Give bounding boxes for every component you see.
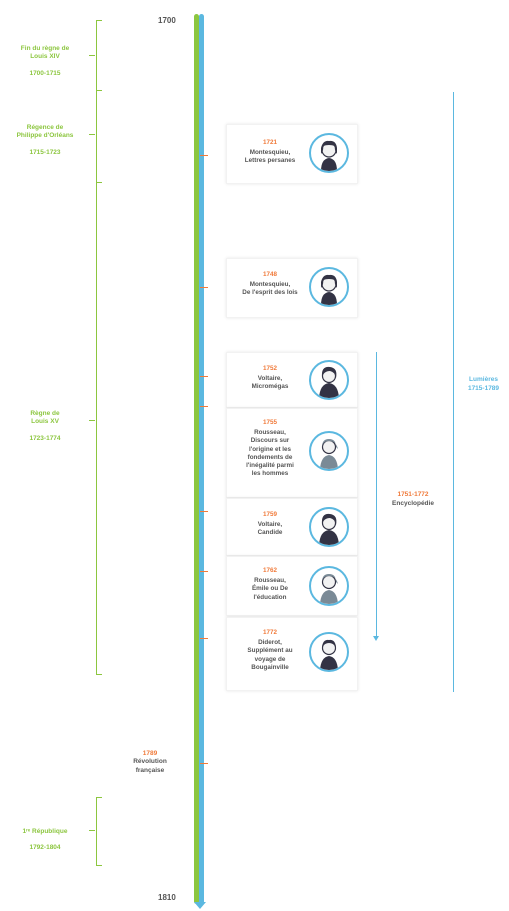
event-title: Rousseau, Émile ou De l'éducation	[251, 577, 289, 601]
event-tick	[200, 638, 208, 639]
event-title: Voltaire, Candide	[257, 521, 283, 537]
event-title: Montesquieu, De l'esprit des lois	[242, 281, 298, 297]
reign-label: Régence de Philippe d'Orléans 1715-1723	[6, 116, 84, 157]
event-card-1772: 1772 Diderot, Supplément au voyage de Bo…	[226, 617, 358, 691]
timeline-arrow-icon	[194, 902, 206, 909]
revolution-title: Révolution française	[133, 758, 167, 774]
revolution-year: 1789	[142, 750, 158, 757]
reign-name: Fin du règne de Louis XIV	[20, 45, 70, 61]
diderot-portrait-icon	[309, 632, 349, 672]
voltaire-portrait-icon	[309, 360, 349, 400]
event-year: 1759	[262, 511, 277, 518]
reign-label: Règne de Louis XV 1723-1774	[6, 402, 84, 443]
timeline-green-bar	[194, 14, 199, 904]
timeline-start-year: 1700	[158, 16, 176, 25]
reign-label: Fin du règne de Louis XIV 1700-1715	[6, 37, 84, 78]
event-year: 1762	[262, 567, 277, 574]
reign-dates: 1715-1723	[29, 148, 61, 156]
lumieres-title: Lumières	[469, 376, 498, 383]
event-title: Rousseau, Discours sur l'origine et les …	[246, 429, 294, 478]
event-card-1762: 1762 Rousseau, Émile ou De l'éducation	[226, 556, 358, 616]
event-title: Diderot, Supplément au voyage de Bougain…	[247, 639, 293, 671]
event-year: 1752	[262, 365, 277, 372]
event-tick	[200, 571, 208, 572]
lumieres-label: Lumières 1715-1789	[458, 376, 509, 394]
event-card-1748: 1748 Montesquieu, De l'esprit des lois	[226, 258, 358, 318]
rousseau-portrait-icon	[309, 566, 349, 606]
event-tick	[200, 511, 208, 512]
lumieres-dates: 1715-1789	[467, 384, 500, 392]
event-card-1752: 1752 Voltaire, Micromégas	[226, 352, 358, 408]
encyclopedie-dates: 1751-1772	[397, 491, 429, 498]
event-tick	[200, 287, 208, 288]
reign-dates: 1700-1715	[29, 69, 61, 77]
timeline-blue-bar	[199, 14, 204, 904]
reign-name: Régence de Philippe d'Orléans	[16, 124, 74, 140]
revolution-label: 1789 Révolution française	[118, 750, 182, 775]
event-year: 1755	[262, 419, 277, 426]
event-card-1721: 1721 Montesquieu, Lettres persanes	[226, 124, 358, 184]
encyclopedie-label: 1751-1772 Encyclopédie	[378, 490, 448, 508]
event-tick	[200, 155, 208, 156]
timeline-end-year: 1810	[158, 893, 176, 902]
event-year: 1772	[262, 629, 277, 636]
reign-label: 1ʳᵉ République 1792-1804	[6, 820, 84, 853]
montesquieu-portrait-icon	[309, 133, 349, 173]
reign-dates: 1723-1774	[29, 434, 61, 442]
arrow-down-icon	[373, 636, 379, 641]
reign-name: Règne de Louis XV	[30, 410, 60, 426]
event-tick	[200, 763, 208, 764]
event-card-1755: 1755 Rousseau, Discours sur l'origine et…	[226, 408, 358, 498]
event-tick	[200, 376, 208, 377]
encyclopedie-title: Encyclopédie	[392, 500, 434, 508]
event-title: Voltaire, Micromégas	[251, 375, 289, 391]
reign-dates: 1792-1804	[29, 844, 61, 852]
event-title: Montesquieu, Lettres persanes	[244, 149, 296, 165]
event-card-1759: 1759 Voltaire, Candide	[226, 498, 358, 556]
event-year: 1748	[262, 271, 277, 278]
montesquieu-portrait-icon	[309, 267, 349, 307]
rousseau-portrait-icon	[309, 431, 349, 471]
voltaire-portrait-icon	[309, 507, 349, 547]
event-year: 1721	[262, 139, 277, 146]
event-tick	[200, 406, 208, 407]
reign-name: 1ʳᵉ République	[22, 828, 68, 836]
